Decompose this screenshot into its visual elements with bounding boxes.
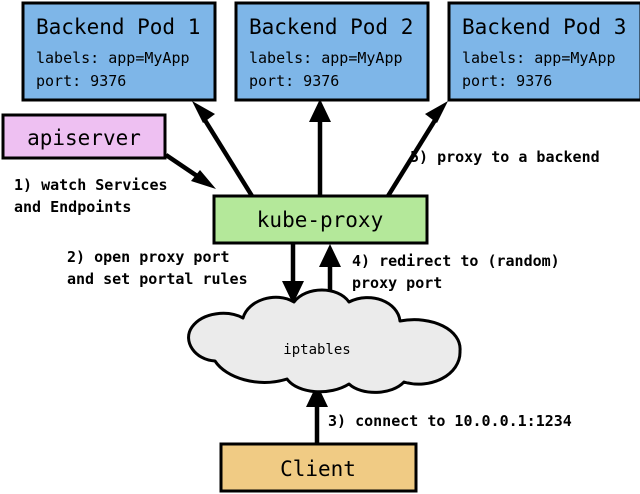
backend-pod-1-box: [21, 1, 217, 102]
edge-kubeproxy-to-iptables: [282, 244, 304, 304]
apiserver-label: apiserver: [27, 126, 141, 150]
kube-proxy-label: kube-proxy: [257, 208, 383, 232]
step-5-line-1: 5) proxy to a backend: [410, 148, 600, 166]
edge-kubeproxy-to-pod1: [192, 101, 254, 198]
edge-kubeproxy-to-pod1-arrowhead: [192, 101, 215, 123]
backend-pod-1-title: Backend Pod 1: [36, 15, 200, 39]
node-backend-pod-2: Backend Pod 2 labels: app=MyApp port: 93…: [234, 1, 430, 102]
edge-label-step-3: 3) connect to 10.0.0.1:1234: [328, 412, 572, 430]
iptables-cloud-shape: [187, 288, 462, 394]
node-backend-pod-1: Backend Pod 1 labels: app=MyApp port: 93…: [21, 1, 217, 102]
edge-apiserver-to-kubeproxy: [164, 153, 216, 189]
step-4-line-2: proxy port: [352, 274, 442, 292]
client-box: [219, 442, 418, 493]
step-3-line-1: 3) connect to 10.0.0.1:1234: [328, 412, 572, 430]
node-client: Client: [219, 442, 418, 493]
edge-kubeproxy-to-pod3-arrowhead: [425, 101, 448, 123]
backend-pod-1-labels: labels: app=MyApp: [36, 49, 190, 67]
backend-pod-2-port: port: 9376: [249, 72, 339, 90]
backend-pod-3-labels: labels: app=MyApp: [462, 49, 616, 67]
backend-pod-3-box: [447, 1, 640, 102]
edge-kubeproxy-to-pod2: [309, 99, 331, 196]
edge-iptables-to-kubeproxy-arrowhead: [319, 244, 341, 267]
edge-client-to-iptables: [306, 384, 328, 443]
edge-kubeproxy-to-pod3-line: [386, 115, 439, 198]
backend-pod-2-box: [234, 1, 430, 102]
backend-pod-1-port: port: 9376: [36, 72, 126, 90]
node-backend-pod-3: Backend Pod 3 labels: app=MyApp port: 93…: [447, 1, 640, 102]
kube-proxy-box: [212, 194, 429, 245]
node-apiserver: apiserver: [1, 113, 167, 160]
edge-apiserver-to-kubeproxy-arrowhead: [191, 170, 216, 189]
backend-pod-2-title: Backend Pod 2: [249, 15, 413, 39]
apiserver-box: [1, 113, 167, 160]
iptables-label: iptables: [283, 342, 350, 358]
client-label: Client: [280, 457, 356, 481]
backend-pod-3-title: Backend Pod 3: [462, 15, 626, 39]
step-1-line-2: and Endpoints: [14, 198, 131, 216]
node-iptables: iptables: [187, 288, 462, 394]
edge-client-to-iptables-arrowhead: [306, 384, 328, 407]
edge-label-step-2: 2) open proxy port and set portal rules: [67, 248, 248, 288]
edge-kubeproxy-to-pod3: [386, 101, 448, 198]
edge-label-step-1: 1) watch Services and Endpoints: [14, 176, 168, 216]
backend-pod-2-labels: labels: app=MyApp: [249, 49, 403, 67]
edge-kubeproxy-to-pod2-arrowhead: [309, 99, 331, 122]
backend-pod-3-port: port: 9376: [462, 72, 552, 90]
step-2-line-2: and set portal rules: [67, 270, 248, 288]
edge-label-step-4: 4) redirect to (random) proxy port: [352, 252, 560, 292]
step-1-line-1: 1) watch Services: [14, 176, 168, 194]
step-2-line-1: 2) open proxy port: [67, 248, 230, 266]
edge-kubeproxy-to-iptables-arrowhead: [282, 281, 304, 304]
edge-label-step-5: 5) proxy to a backend: [410, 148, 600, 166]
step-4-line-1: 4) redirect to (random): [352, 252, 560, 270]
node-kube-proxy: kube-proxy: [212, 194, 429, 245]
edge-kubeproxy-to-pod1-line: [201, 115, 254, 198]
